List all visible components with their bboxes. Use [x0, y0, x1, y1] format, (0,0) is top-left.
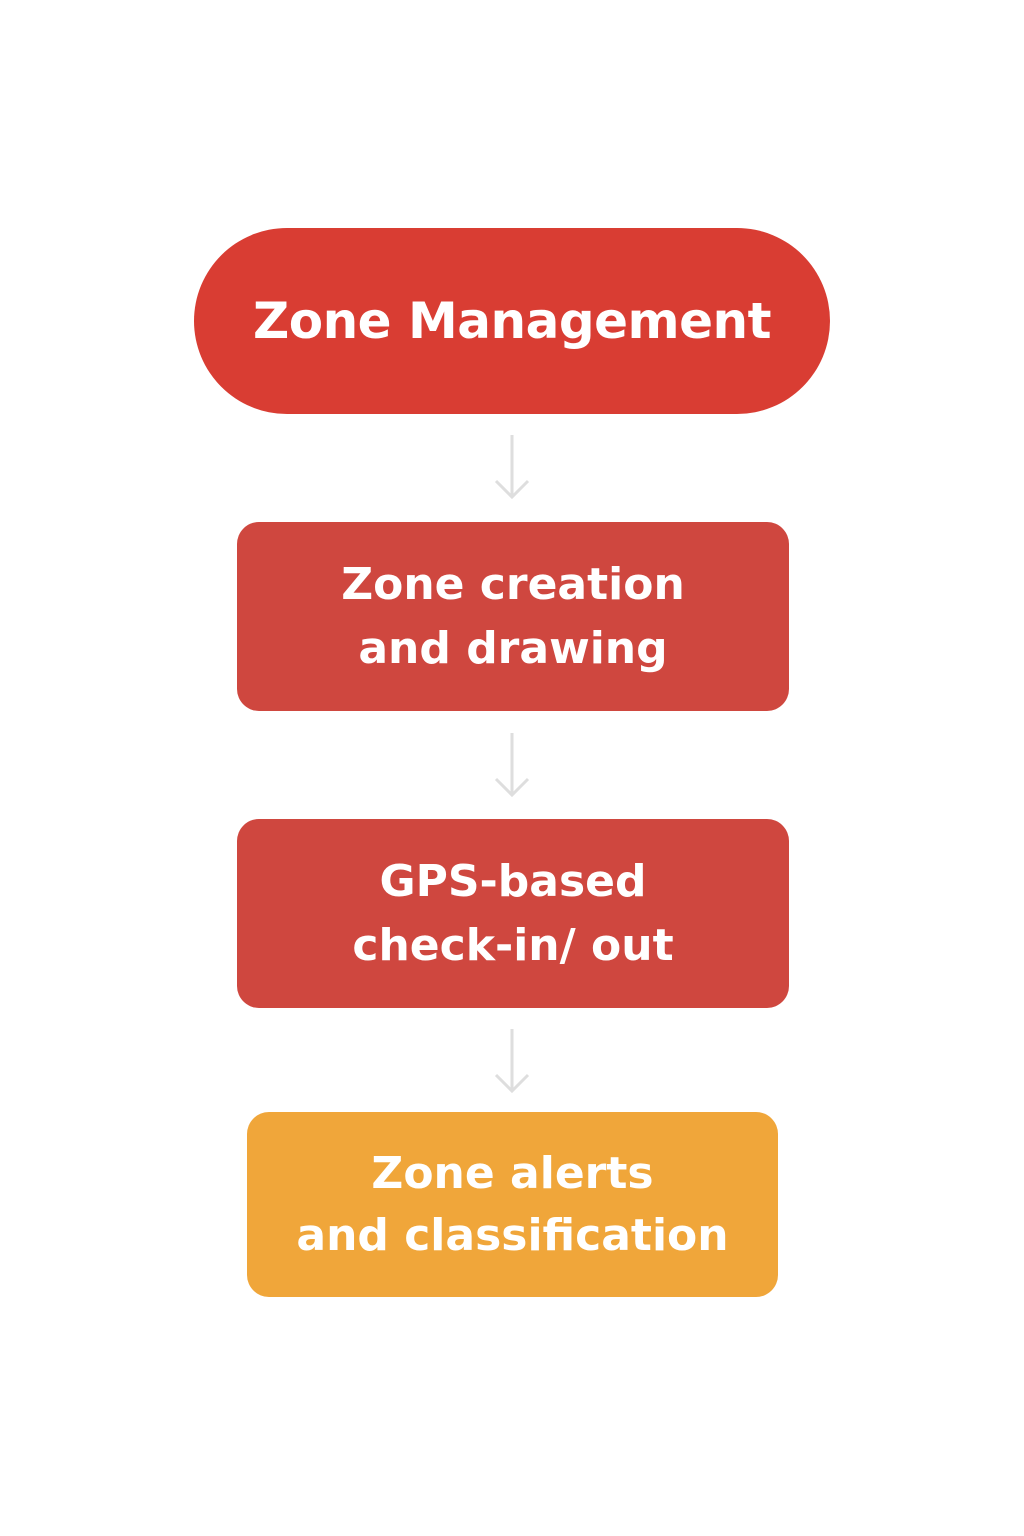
zone-creation-label-line2: and drawing	[358, 622, 668, 674]
zone-alerts-label-line2: and classification	[296, 1209, 729, 1261]
down-arrow-icon	[494, 435, 530, 500]
zone-creation-label-line1: Zone creation	[341, 558, 685, 610]
zone-alerts-label-line1: Zone alerts	[371, 1147, 654, 1199]
zone-alerts-node: Zone alerts and classification	[247, 1112, 778, 1297]
zone-management-label: Zone Management	[252, 292, 772, 350]
gps-check-label-line1: GPS-based	[379, 855, 647, 907]
zone-management-node: Zone Management	[194, 228, 830, 414]
gps-check-node: GPS-based check-in/ out	[237, 819, 789, 1008]
gps-check-label-line2: check-in/ out	[352, 919, 674, 971]
down-arrow-icon	[494, 733, 530, 798]
down-arrow-icon	[494, 1029, 530, 1094]
zone-creation-node: Zone creation and drawing	[237, 522, 789, 711]
